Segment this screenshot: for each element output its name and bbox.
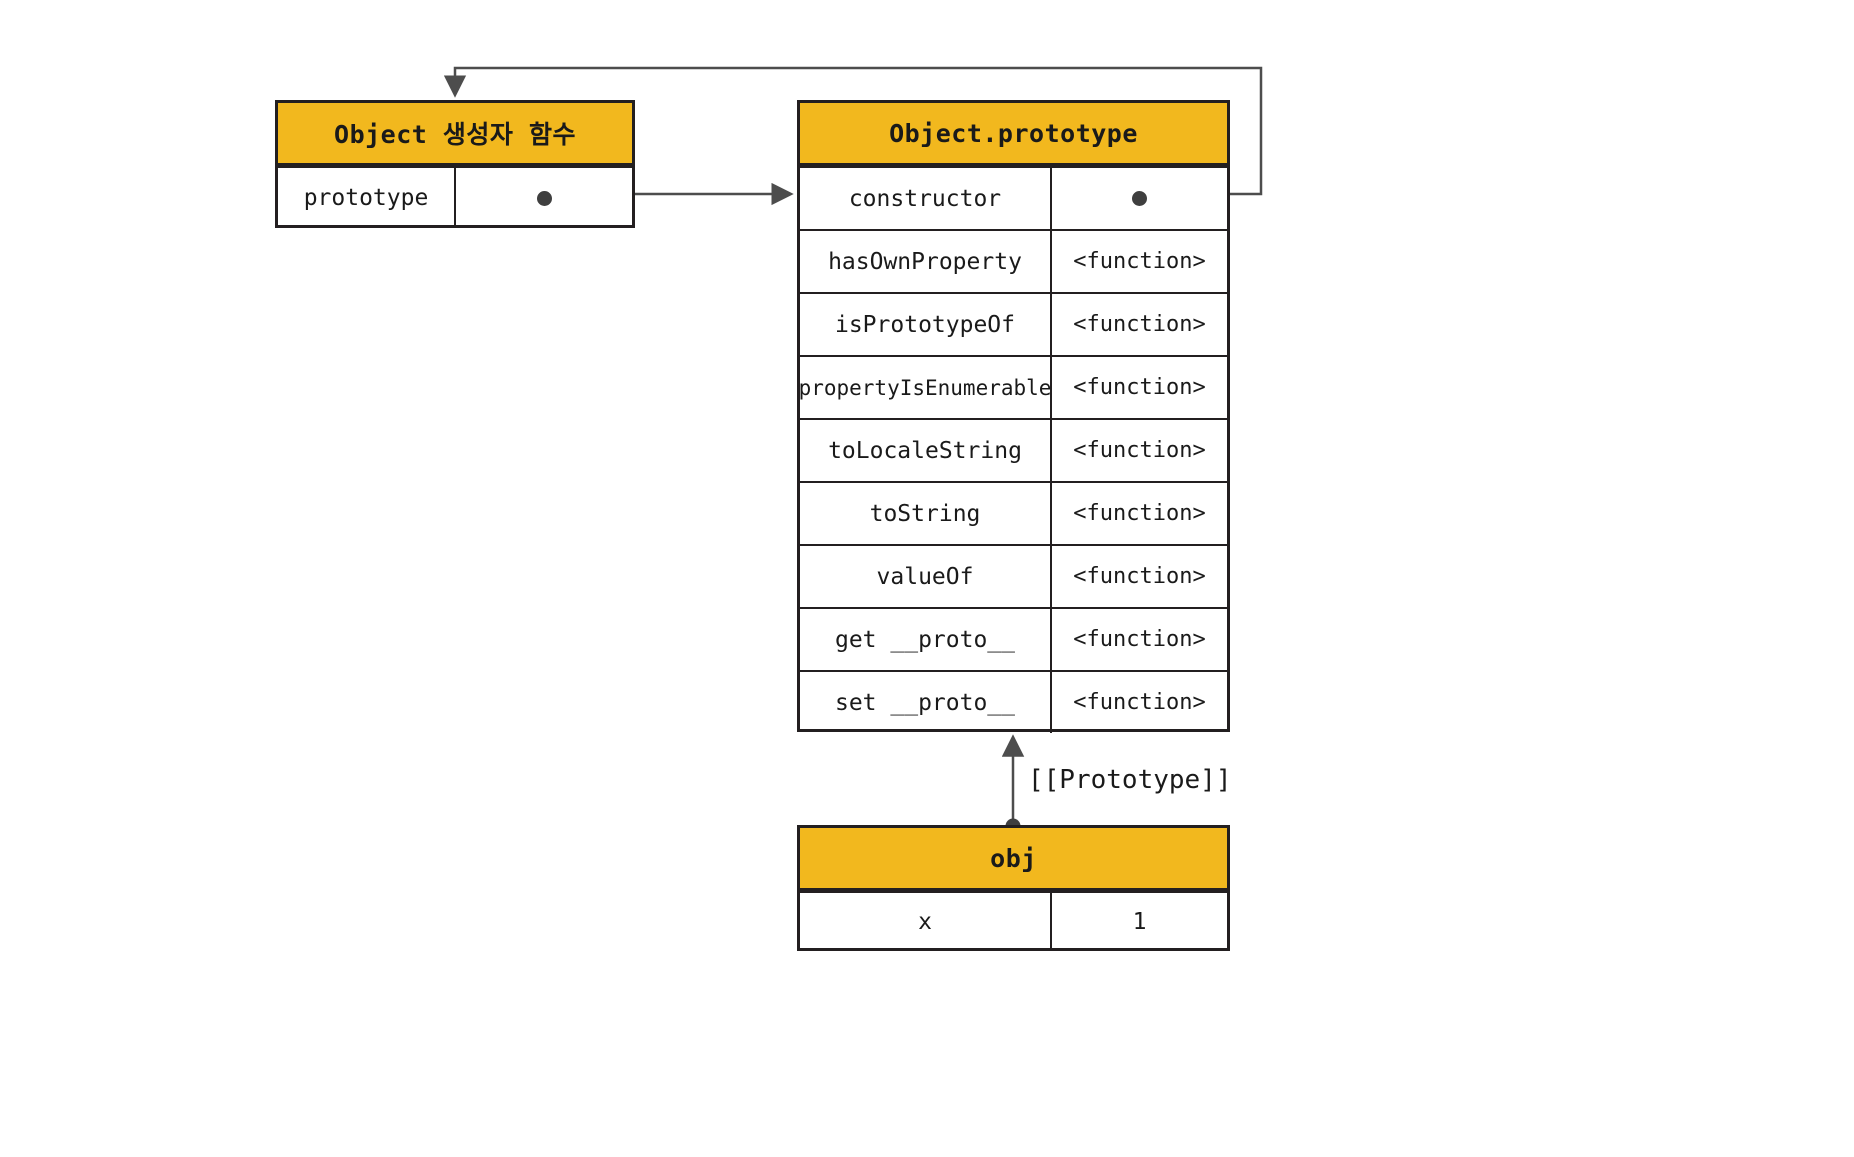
obj-box: obj x 1 <box>797 825 1230 951</box>
reference-dot-icon <box>1132 191 1147 206</box>
property-key: toLocaleString <box>800 420 1052 481</box>
table-row: toString <function> <box>800 481 1227 544</box>
object-prototype-box: Object.prototype constructor hasOwnPrope… <box>797 100 1230 733</box>
table-row: hasOwnProperty <function> <box>800 229 1227 292</box>
property-value: 1 <box>1132 909 1147 935</box>
property-value: <function> <box>1073 501 1206 526</box>
property-key: toString <box>800 483 1052 544</box>
property-value: <function> <box>1073 690 1206 715</box>
table-row: set __proto__ <function> <box>800 670 1227 733</box>
property-value: <function> <box>1073 249 1206 274</box>
object-constructor-box-header: Object 생성자 함수 <box>278 103 632 166</box>
table-row: constructor <box>800 166 1227 229</box>
prototype-link-label: [[Prototype]] <box>1028 765 1232 795</box>
property-value <box>456 168 632 228</box>
object-constructor-box: Object 생성자 함수 prototype <box>275 100 635 228</box>
property-key: hasOwnProperty <box>800 231 1052 292</box>
property-key: prototype <box>278 168 456 228</box>
property-key: propertyIsEnumerable <box>799 357 1052 418</box>
table-row: prototype <box>278 166 632 228</box>
property-value: <function> <box>1073 564 1206 589</box>
property-key: isPrototypeOf <box>800 294 1052 355</box>
property-key: valueOf <box>800 546 1052 607</box>
property-value: <function> <box>1073 627 1206 652</box>
property-value <box>1052 168 1227 229</box>
property-key: constructor <box>800 168 1052 229</box>
wire-obj-prototype-link <box>1001 734 1025 834</box>
table-row: valueOf <function> <box>800 544 1227 607</box>
table-row: get __proto__ <function> <box>800 607 1227 670</box>
table-row: toLocaleString <function> <box>800 418 1227 481</box>
property-value: <function> <box>1073 312 1206 337</box>
property-value: <function> <box>1073 375 1206 400</box>
obj-box-header: obj <box>800 828 1227 891</box>
property-key: x <box>800 893 1052 951</box>
object-prototype-box-header: Object.prototype <box>800 103 1227 166</box>
property-key: set __proto__ <box>800 672 1052 733</box>
property-value: <function> <box>1073 438 1206 463</box>
table-row: isPrototypeOf <function> <box>800 292 1227 355</box>
table-row: x 1 <box>800 891 1227 951</box>
property-key: get __proto__ <box>800 609 1052 670</box>
table-row: propertyIsEnumerable <function> <box>799 355 1227 418</box>
reference-dot-icon <box>536 190 552 206</box>
